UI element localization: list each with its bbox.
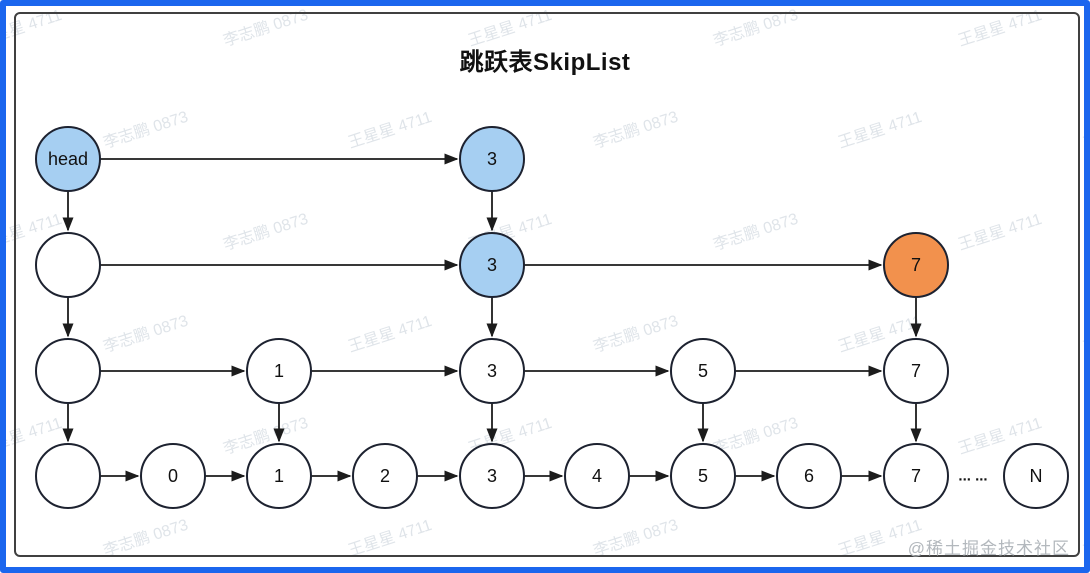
node-l2-3: 3 bbox=[459, 338, 525, 404]
node-l1-7: 7 bbox=[883, 443, 949, 509]
node-label: 5 bbox=[698, 361, 708, 381]
node-label: head bbox=[48, 149, 88, 169]
node-label: 7 bbox=[911, 361, 921, 381]
diagram-title: 跳跃表SkipList bbox=[459, 49, 631, 76]
node-l1-6: 6 bbox=[776, 443, 842, 509]
diagram-border bbox=[14, 12, 1080, 557]
node-l1-2: 2 bbox=[352, 443, 418, 509]
node-label: 4 bbox=[592, 466, 602, 486]
node-label: 1 bbox=[274, 466, 284, 486]
node-l1-N: N bbox=[1003, 443, 1069, 509]
node-label: 7 bbox=[911, 466, 921, 486]
node-label: 6 bbox=[804, 466, 814, 486]
node-head: head bbox=[35, 126, 101, 192]
node-label: 3 bbox=[487, 361, 497, 381]
node-l3-h bbox=[35, 232, 101, 298]
watermark-credit: @稀土掘金技术社区 bbox=[907, 539, 1070, 558]
node-label: 3 bbox=[487, 149, 497, 169]
node-l3-7: 7 bbox=[883, 232, 949, 298]
node-l3-3: 3 bbox=[459, 232, 525, 298]
node-label: 2 bbox=[380, 466, 390, 486]
node-label: N bbox=[1030, 466, 1043, 486]
node-label: 1 bbox=[274, 361, 284, 381]
node-label: 0 bbox=[168, 466, 178, 486]
node-l4-3: 3 bbox=[459, 126, 525, 192]
node-label: 3 bbox=[487, 255, 497, 275]
node-l1-3: 3 bbox=[459, 443, 525, 509]
node-l2-7: 7 bbox=[883, 338, 949, 404]
node-label: 3 bbox=[487, 466, 497, 486]
node-label: 7 bbox=[911, 255, 921, 275]
ellipsis-label: ... ... bbox=[958, 468, 987, 485]
node-l1-0: 0 bbox=[140, 443, 206, 509]
node-l1-1: 1 bbox=[246, 443, 312, 509]
node-l1-4: 4 bbox=[564, 443, 630, 509]
node-l2-1: 1 bbox=[246, 338, 312, 404]
node-l2-5: 5 bbox=[670, 338, 736, 404]
node-l1-5: 5 bbox=[670, 443, 736, 509]
node-l1-h bbox=[35, 443, 101, 509]
node-label: 5 bbox=[698, 466, 708, 486]
node-l2-h bbox=[35, 338, 101, 404]
